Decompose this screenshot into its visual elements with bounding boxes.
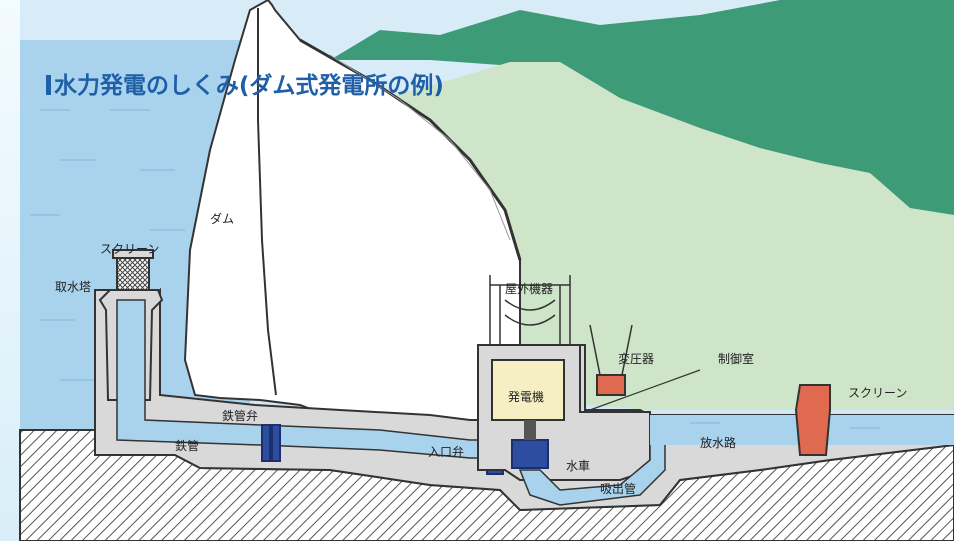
label-screen-right: スクリーン	[848, 386, 908, 400]
label-transformer: 変圧器	[618, 352, 655, 366]
label-control-room: 制御室	[718, 352, 755, 366]
diagram-title: 水力発電のしくみ(ダム式発電所の例)	[46, 66, 444, 100]
label-outdoor-equipment: 屋外機器	[505, 282, 554, 296]
diagram-title-text: 水力発電のしくみ(ダム式発電所の例)	[54, 73, 444, 99]
label-generator: 発電機	[508, 390, 545, 404]
label-penstock-valve: 鉄管弁	[222, 409, 259, 423]
label-penstock: 鉄管	[175, 439, 200, 453]
label-tailrace: 放水路	[700, 436, 737, 450]
dam-curve-line	[257, 8, 277, 396]
penstock-valve	[261, 424, 281, 462]
tailrace-screen	[794, 384, 831, 456]
label-screen-left: スクリーン	[100, 242, 160, 256]
label-turbine: 水車	[566, 459, 591, 473]
mountain-near	[395, 62, 954, 410]
left-margin-band	[0, 0, 20, 541]
label-dam: ダム	[210, 212, 235, 226]
label-inlet-valve: 入口弁	[428, 445, 465, 459]
reservoir-ripples	[30, 109, 185, 381]
turbine-block	[511, 439, 549, 469]
outdoor-equipment	[489, 275, 571, 346]
intake-screen	[116, 257, 150, 291]
dam-inner-line	[329, 54, 511, 241]
label-draft-tube: 吸出管	[600, 482, 637, 496]
control-room-pointer	[589, 369, 701, 411]
label-intake-tower: 取水塔	[55, 280, 92, 294]
dam-body	[183, 0, 521, 421]
transformer	[596, 374, 626, 396]
